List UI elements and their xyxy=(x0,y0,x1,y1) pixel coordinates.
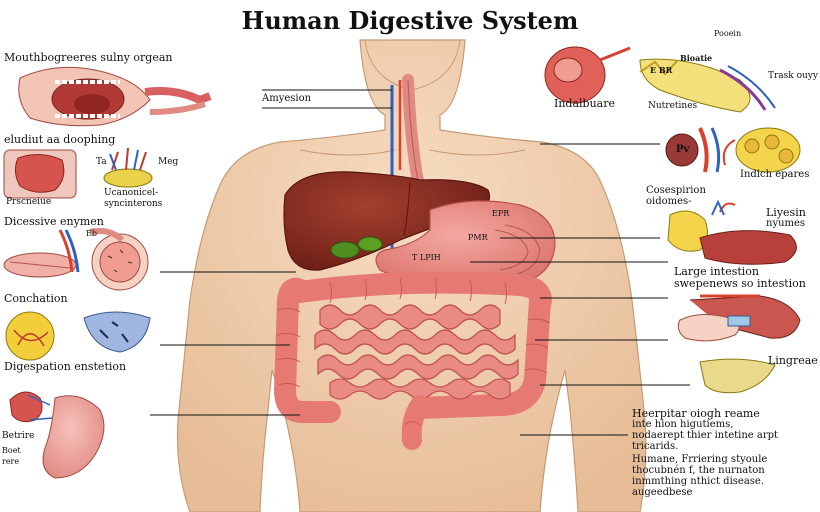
label-amyesion: Amyesion xyxy=(262,93,312,104)
clavicle-right xyxy=(429,149,526,156)
cell-icon xyxy=(5,311,151,361)
label-liyesin: Liyesin xyxy=(766,206,806,219)
label-betrire: Betrire xyxy=(2,431,35,441)
label-bioatie: Bioatie xyxy=(680,53,713,63)
villi-icon xyxy=(3,228,149,291)
label-digespation: Digespation enstetion xyxy=(4,360,127,373)
label-indich: Indich epares xyxy=(740,169,810,180)
label-eludiut: eludiut aa doophing xyxy=(4,133,116,146)
note-line-1: Heerpitar oiogh reame xyxy=(632,407,760,420)
note-line-7: inmmthing nthict disease. xyxy=(632,476,765,487)
label-pmr: PMR xyxy=(468,233,488,242)
stomach-icon xyxy=(9,391,105,479)
label-lingreae: Lingreae xyxy=(768,354,818,367)
colon-haustra xyxy=(276,277,551,388)
mouth-icon xyxy=(18,66,212,127)
label-indalbuare: Indalbuare xyxy=(554,97,615,110)
stomach-fold-1 xyxy=(504,224,541,277)
liver-small-icon xyxy=(699,358,776,394)
gallbladder xyxy=(330,241,360,259)
note-line-5: Humane, Frriering styoule xyxy=(632,454,768,465)
kidney-icon xyxy=(667,199,797,265)
label-boet: Boet xyxy=(2,446,21,455)
descending-colon xyxy=(409,289,551,419)
label-swepenews: swepenews so intestion xyxy=(674,277,806,290)
label-prscneiue: Prscneiue xyxy=(6,197,52,207)
label-eb: Eb xyxy=(86,229,97,238)
label-epr: EPR xyxy=(492,209,510,218)
label-rere: rere xyxy=(2,457,20,466)
label-dicessive: Dicessive enymen xyxy=(4,215,104,228)
stomach-fold-2 xyxy=(494,229,529,271)
pancreas-icon xyxy=(544,46,776,113)
notes-paragraph: Heerpitar oiogh reame inte hion higutiem… xyxy=(632,408,818,498)
label-trask: Trask ouyy xyxy=(768,71,818,81)
gallbladder-duct xyxy=(357,236,383,252)
diagram-title: Human Digestive System xyxy=(241,6,579,35)
note-line-2: inte hion higutiems, xyxy=(632,419,734,430)
salivary-gland-icon xyxy=(3,149,77,199)
note-line-3: nodaerept thier intetine arpt xyxy=(632,430,779,441)
note-line-4: tricarids. xyxy=(632,441,679,452)
label-e-br: E BR xyxy=(650,65,673,75)
label-conchation: Conchation xyxy=(4,292,68,305)
heart-valve-icon xyxy=(665,127,801,173)
clavicle-left xyxy=(299,149,396,156)
label-syncinterons: syncinterons xyxy=(104,199,163,209)
rectum-fold xyxy=(404,421,421,426)
label-mouth-organ: Mouthbogreeres sulny orgean xyxy=(4,51,173,64)
small-intestine xyxy=(314,304,519,400)
label-ucanonicel: Ucanonicel- xyxy=(104,188,159,198)
label-nyumes: nyumes xyxy=(766,218,806,229)
appendix-icon xyxy=(677,294,801,342)
label-nutretines: Nutretines xyxy=(648,101,698,111)
label-large-intestion: Large intestion xyxy=(674,265,759,278)
leader-lines xyxy=(150,89,690,436)
label-pv: Pv xyxy=(676,144,690,155)
enzyme-icon xyxy=(103,147,153,188)
liver-lobe-divide xyxy=(403,181,411,237)
label-pooein: Pooein xyxy=(714,29,742,38)
label-cosespirion: Cosespirion xyxy=(646,185,706,196)
label-ta: Ta xyxy=(96,157,107,167)
note-line-6: thocubnén f, the nurnaton xyxy=(632,465,765,476)
label-t-lpih: T LPIH xyxy=(412,253,441,262)
label-meg: Meg xyxy=(158,157,179,167)
note-line-8: augeedbese xyxy=(632,487,693,498)
label-oidomes: oidomes- xyxy=(646,196,692,207)
